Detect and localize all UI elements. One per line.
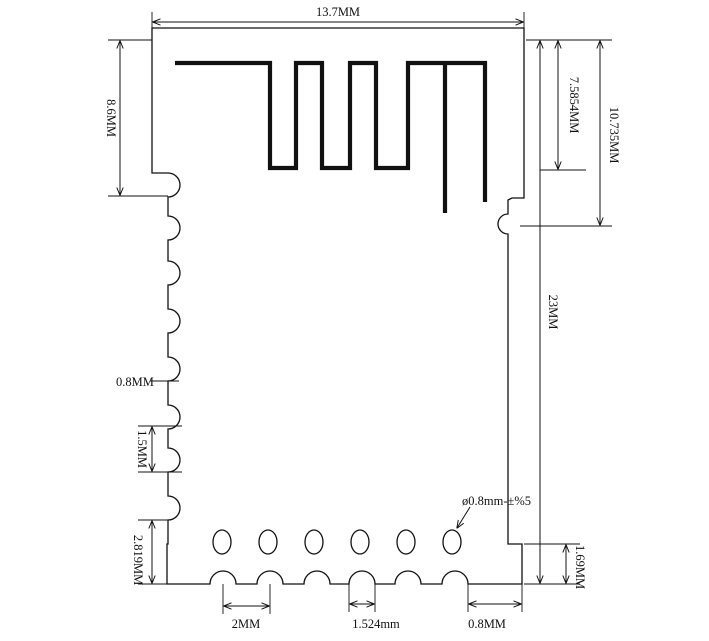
pad-spacing-label: 1.524mm [352, 617, 400, 631]
board-outline [151, 27, 525, 585]
pad-hole-1 [212, 529, 232, 555]
pad-hole-4 [350, 529, 370, 555]
bottom-offset-label: 2.819MM [131, 535, 145, 585]
pad-pitch-bottom-label: 2MM [232, 617, 260, 631]
hole-diameter-label: ø0.8mm-±%5 [462, 494, 531, 508]
bottom-pad-label: 0.8MM [468, 617, 506, 631]
right-notch-label: 10.735MM [607, 107, 621, 164]
antenna-height-label: 8.6MM [104, 99, 118, 137]
pad-hole-5 [396, 529, 416, 555]
antenna-depth-label: 7.5854MM [567, 77, 581, 134]
antenna-trace [175, 60, 488, 202]
pad-diameter-label: 0.8MM [116, 375, 154, 389]
hole-diameter-leader [457, 506, 471, 528]
pad-hole-6 [442, 529, 462, 555]
width-label: 13.7MM [316, 5, 360, 19]
total-height-label: 23MM [546, 295, 560, 330]
pad-hole-3 [304, 529, 324, 555]
hole-height-label: 1.69MM [573, 545, 587, 589]
pad-pitch-side-label: 1.5MM [135, 430, 149, 468]
pad-hole-2 [258, 529, 278, 555]
